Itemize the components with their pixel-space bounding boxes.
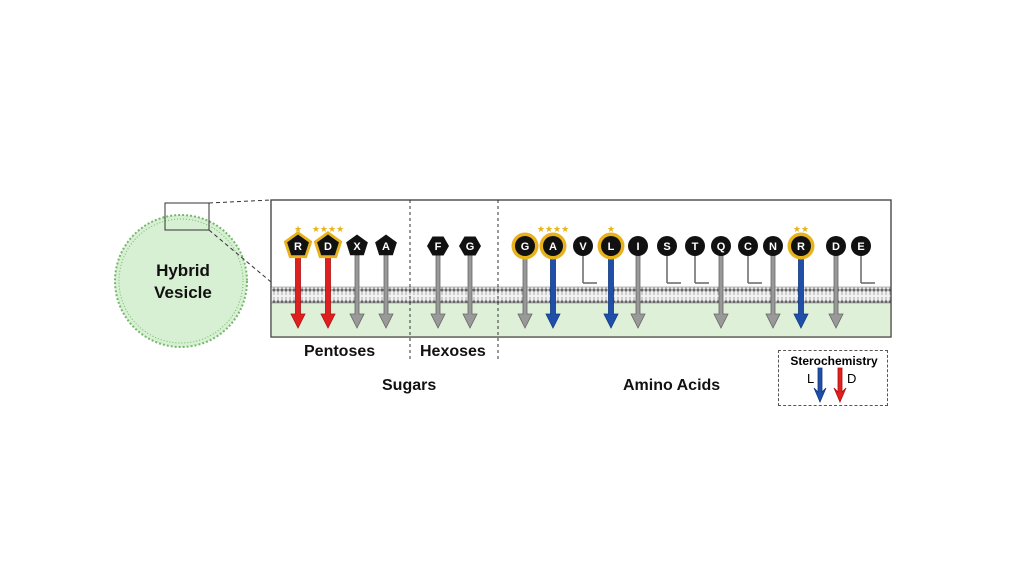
molecule-r-16-stars: ★★ <box>793 225 809 235</box>
membrane-panel-border <box>270 199 892 338</box>
molecule-a-7-label: A <box>549 241 557 253</box>
molecule-e-18-label: E <box>857 241 864 253</box>
molecule-g-5-body <box>459 236 481 256</box>
molecule-i-10-body <box>628 236 648 256</box>
legend-title: Sterochemistry <box>790 354 878 368</box>
molecule-g-6-label: G <box>521 241 530 253</box>
molecule-f-4-body <box>427 236 449 256</box>
molecule-d-17-label: D <box>832 241 840 253</box>
hybrid-vesicle <box>114 214 248 348</box>
molecule-set: R ★ D ★★★★ X A F G G A ★★★★ V L ★ I S T Q C N R ★★ D E <box>283 225 875 329</box>
molecule-r-0-arrow <box>290 254 306 329</box>
molecule-x-2-arrow <box>349 254 365 329</box>
molecule-d-1-body <box>317 234 339 256</box>
lipid-bilayer <box>271 287 891 303</box>
molecule-d-1-arrow <box>320 254 336 329</box>
amino-acids-label: Amino Acids <box>623 377 721 394</box>
legend-arrows <box>813 367 847 404</box>
molecule-i-10-label: I <box>636 241 639 253</box>
molecule-a-7-body <box>543 236 563 256</box>
molecule-r-16-body <box>791 236 811 256</box>
molecule-r-16-arrow <box>793 254 809 329</box>
molecule-l-9-arrow <box>603 254 619 329</box>
molecule-n-15-body <box>763 236 783 256</box>
molecule-t-12-label: T <box>692 241 699 253</box>
molecule-d-1-label: D <box>324 241 332 253</box>
sugars-label: Sugars <box>382 377 437 394</box>
molecule-t-12-body <box>685 236 705 256</box>
molecule-e-18-body <box>851 236 871 256</box>
molecule-a-3-label: A <box>382 241 390 253</box>
molecule-x-2-body <box>346 234 368 256</box>
molecule-a-3-body <box>375 234 397 256</box>
molecule-g-6-arrow <box>517 254 533 329</box>
stereochemistry-legend: Sterochemistry L D <box>778 350 888 406</box>
molecule-l-9-body <box>601 236 621 256</box>
vesicle-inner-ring <box>118 218 244 344</box>
pentoses-label: Pentoses <box>304 343 376 360</box>
molecule-f-4-label: F <box>435 241 442 253</box>
molecule-r-0-body <box>287 234 309 256</box>
molecule-d-1-stars: ★★★★ <box>312 225 344 235</box>
molecule-c-14-label: C <box>744 241 752 253</box>
molecule-i-10-arrow <box>630 254 646 329</box>
zoom-box <box>164 202 210 231</box>
zoom-line-top <box>208 199 272 204</box>
molecule-d-17-body <box>826 236 846 256</box>
inner-aqueous-region <box>271 303 891 337</box>
molecule-r-0-label: R <box>294 241 302 253</box>
molecule-v-8-label: V <box>579 241 587 253</box>
molecule-g-5-arrow <box>462 254 478 329</box>
legend-d-label: D <box>847 371 857 386</box>
molecule-d-17-arrow <box>828 254 844 329</box>
molecule-q-13-label: Q <box>717 241 726 253</box>
molecule-s-11-body <box>657 236 677 256</box>
vesicle-label-line2: Vesicle <box>154 283 212 302</box>
hexoses-label: Hexoses <box>420 343 486 360</box>
molecule-a-7-stars: ★★★★ <box>537 225 569 235</box>
molecule-r-0-stars: ★ <box>294 225 302 235</box>
molecule-q-13-body <box>711 236 731 256</box>
molecule-a-7-arrow <box>545 254 561 329</box>
molecule-s-11-label: S <box>663 241 670 253</box>
molecule-f-4-arrow <box>430 254 446 329</box>
vesicle-label-line1: Hybrid <box>156 261 210 280</box>
molecule-r-16-label: R <box>797 241 805 253</box>
molecule-g-6-body <box>515 236 535 256</box>
molecule-c-14-body <box>738 236 758 256</box>
molecule-q-13-arrow <box>713 254 729 329</box>
molecule-x-2-label: X <box>353 241 361 253</box>
molecule-l-9-stars: ★ <box>607 225 615 235</box>
legend-d-arrow <box>833 367 847 404</box>
molecule-g-5-label: G <box>466 241 475 253</box>
molecule-a-3-arrow <box>378 254 394 329</box>
molecule-n-15-label: N <box>769 241 777 253</box>
molecule-n-15-arrow <box>765 254 781 329</box>
legend-l-label: L <box>807 371 815 386</box>
molecule-l-9-label: L <box>608 241 615 253</box>
molecule-v-8-body <box>573 236 593 256</box>
legend-l-arrow <box>813 367 827 404</box>
vesicle-label: Hybrid Vesicle <box>128 260 238 304</box>
